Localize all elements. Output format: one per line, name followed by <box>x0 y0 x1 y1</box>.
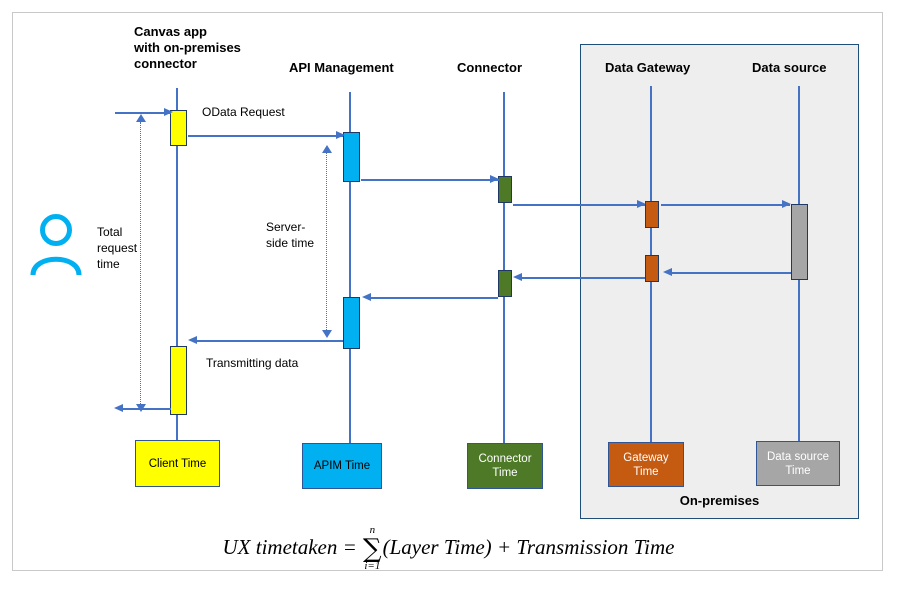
arrowhead-connector-to-apim <box>362 293 371 301</box>
message-gateway-to-connector <box>521 277 645 279</box>
activation-apim-response <box>343 297 360 349</box>
formula-equals: = <box>342 534 357 559</box>
formula-term-layer-time: (Layer Time) <box>382 534 492 559</box>
measure-arrow-server-side-time-top <box>322 145 332 153</box>
activation-client-response <box>170 346 187 415</box>
measure-arrow-total-request-time-top <box>136 114 146 122</box>
annotation-total-request-time: Total request time <box>97 225 138 271</box>
lifeline-canvas-app <box>176 88 178 448</box>
formula-sigma-lower: i=1 <box>364 560 381 572</box>
onpremises-panel <box>580 44 859 519</box>
message-datasource-to-gateway <box>671 272 791 274</box>
activation-data-source <box>791 204 808 280</box>
activation-connector-request <box>498 176 512 203</box>
legend-connector-time: Connector Time <box>467 443 543 489</box>
activation-gateway-request <box>645 201 659 228</box>
participant-title-data-source: Data source <box>752 60 827 75</box>
message-connector-to-apim <box>370 297 498 299</box>
arrowhead-client-to-apim <box>336 131 345 139</box>
message-user-to-client <box>115 112 171 114</box>
arrowhead-gateway-to-connector <box>513 273 522 281</box>
participant-title-data-gateway: Data Gateway <box>605 60 691 75</box>
annotation-odata-request: OData Request <box>202 105 285 119</box>
legend-client-time: Client Time <box>135 440 220 487</box>
activation-apim-request <box>343 132 360 182</box>
participant-title-connector: Connector <box>457 60 522 75</box>
arrowhead-user-to-client <box>164 108 173 116</box>
arrowhead-datasource-to-gateway <box>663 268 672 276</box>
message-client-to-apim <box>188 135 343 137</box>
message-gateway-to-datasource <box>661 204 790 206</box>
participant-title-canvas-app: Canvas app with on-premises connector <box>134 24 241 71</box>
legend-apim-time: APIM Time <box>302 443 382 489</box>
legend-data-source-time: Data source Time <box>756 441 840 486</box>
user-person-icon <box>28 213 84 280</box>
measure-server-side-time <box>326 153 327 330</box>
arrowhead-client-to-user <box>114 404 123 412</box>
formula-sigma-glyph: ∑ <box>363 534 382 564</box>
annotation-transmitting-data: Transmitting data <box>206 356 299 370</box>
activation-connector-response <box>498 270 512 297</box>
lifeline-api-management <box>349 92 351 443</box>
measure-total-request-time <box>140 122 141 404</box>
formula-summation: n ∑ i=1 <box>363 524 382 572</box>
arrowhead-apim-to-client <box>188 336 197 344</box>
activation-gateway-response <box>645 255 659 282</box>
arrowhead-apim-to-connector <box>490 175 499 183</box>
measure-arrow-server-side-time-bottom <box>322 330 332 338</box>
formula-ux-timetaken: UX timetaken = n ∑ i=1 (Layer Time) + Tr… <box>0 524 897 572</box>
formula-sigma-upper: n <box>369 524 376 536</box>
legend-gateway-time: Gateway Time <box>608 442 684 487</box>
formula-lhs: UX timetaken <box>222 534 338 559</box>
activation-client-request <box>170 110 187 146</box>
onpremises-label: On-premises <box>679 493 760 508</box>
formula-plus: + <box>496 534 512 559</box>
annotation-server-side-time: Server- side time <box>266 220 315 250</box>
message-connector-to-gateway <box>513 204 645 206</box>
participant-title-api-management: API Management <box>289 60 394 75</box>
message-apim-to-client <box>196 340 343 342</box>
arrowhead-gateway-to-datasource <box>782 200 791 208</box>
measure-arrow-total-request-time-bottom <box>136 404 146 412</box>
message-apim-to-connector <box>361 179 499 181</box>
lifeline-connector <box>503 92 505 443</box>
message-client-to-user <box>123 408 171 410</box>
formula-term-transmission-time: Transmission Time <box>516 534 675 559</box>
arrowhead-connector-to-gateway <box>637 200 646 208</box>
